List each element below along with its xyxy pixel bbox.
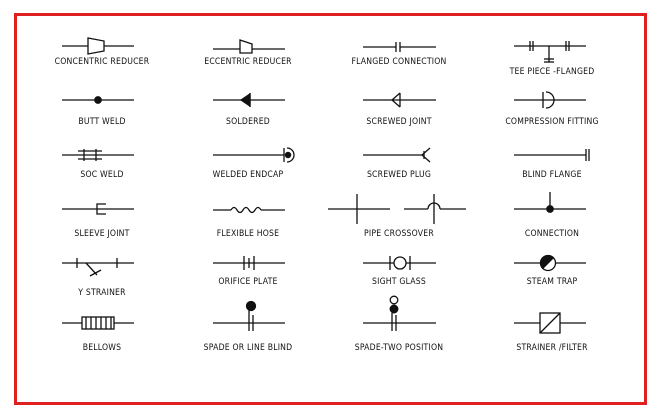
label-butt-weld: BUTT WELD [78,117,126,127]
label-soc-weld: SOC WELD [80,170,124,180]
blind-flange-symbol [514,149,590,161]
sight-glass-symbol [363,256,436,270]
label-welded-endcap: WELDED ENDCAP [212,170,284,180]
label-strainer-filter: STRAINER /FILTER [516,343,588,353]
tee-piece-flanged-symbol [514,41,586,63]
eccentric-reducer-symbol [213,39,285,54]
bellows-symbol [62,316,134,330]
label-sight-glass: SIGHT GLASS [372,277,426,287]
label-sleeve-joint: SLEEVE JOINT [74,229,130,239]
label-flexible-hose: FLEXIBLE HOSE [216,229,280,239]
steam-trap-symbol [514,254,586,272]
label-blind-flange: BLIND FLANGE [522,170,582,180]
label-y-strainer: Y STRAINER [78,288,126,298]
label-flanged-connection: FLANGED CONNECTION [351,57,447,67]
soldered-symbol [213,92,285,108]
y-strainer-symbol [62,258,134,277]
sleeve-joint-symbol [62,203,134,215]
orifice-plate-symbol [213,256,285,270]
concentric-reducer-symbol [62,37,134,55]
label-eccentric-reducer: ECCENTRIC REDUCER [204,57,292,67]
screwed-plug-symbol [363,147,431,163]
label-tee-piece-flanged: TEE PIECE -FLANGED [509,67,595,77]
label-spade-two-position: SPADE-TWO POSITION [354,343,444,353]
spade-two-position-symbol [363,295,436,331]
welded-endcap-symbol [213,147,295,163]
label-bellows: BELLOWS [82,343,122,353]
connection-symbol [514,192,586,213]
label-screwed-joint: SCREWED JOINT [366,117,432,127]
flexible-hose-symbol [213,206,285,214]
flanged-connection-symbol [363,42,436,52]
spade-or-line-blind-symbol [213,300,285,331]
screwed-joint-symbol [363,92,436,108]
label-screwed-plug: SCREWED PLUG [366,170,432,180]
label-spade-or-line-blind: SPADE OR LINE BLIND [203,343,293,353]
label-steam-trap: STEAM TRAP [526,277,578,287]
butt-weld-symbol [62,96,134,104]
pipe-crossover-symbol [328,194,466,224]
label-orifice-plate: ORIFICE PLATE [218,277,278,287]
label-concentric-reducer: CONCENTRIC REDUCER [54,57,150,67]
label-connection: CONNECTION [524,229,580,239]
soc-weld-symbol [62,149,134,161]
label-pipe-crossover: PIPE CROSSOVER [364,229,434,239]
strainer-filter-symbol [514,312,586,334]
compression-fitting-symbol [514,91,586,109]
label-compression-fitting: COMPRESSION FITTING [505,117,599,127]
label-soldered: SOLDERED [226,117,270,127]
